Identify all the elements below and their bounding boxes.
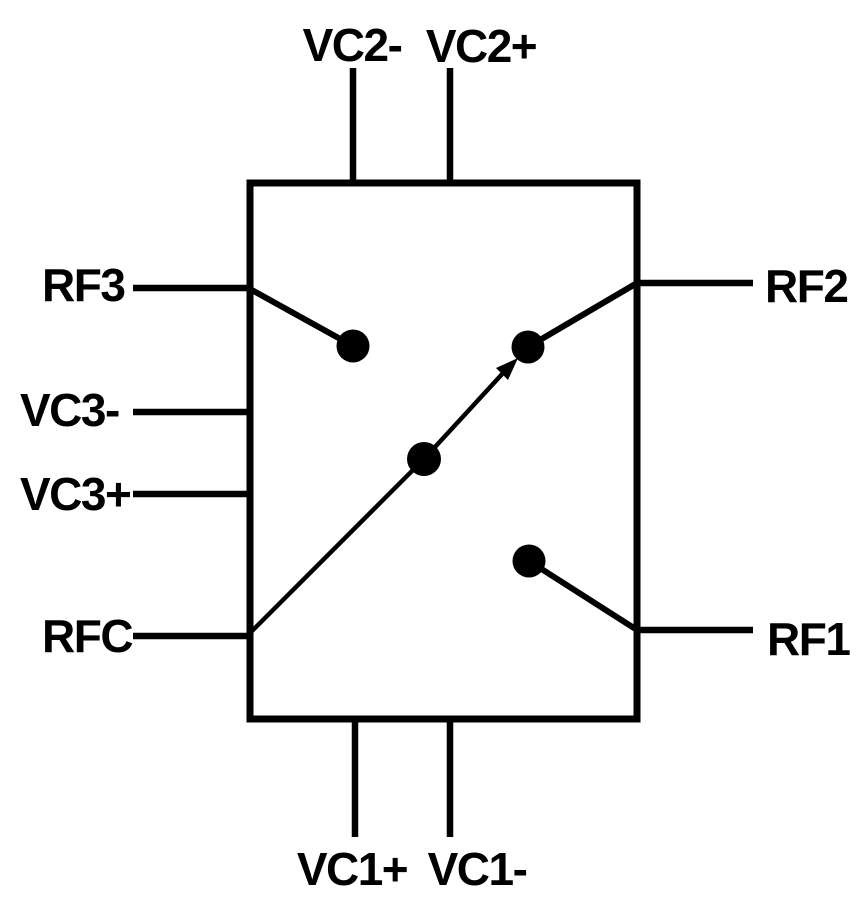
rfc-common-dot [407,442,441,476]
port-label-rf3: RF3 [42,259,124,311]
top-pins [349,68,454,183]
port-label-rfc: RFC [42,610,132,662]
port-labels: VC2- VC2+ RF3 VC3- VC3+ RFC RF2 RF1 VC1+… [20,19,852,895]
switch-arm-arrowhead-icon [496,358,518,380]
switch-arm [247,358,518,636]
switch-body-rectangle [246,179,641,723]
rf1-contact-stub [527,558,639,633]
rf2-contact-stub [526,280,639,350]
port-label-rf1: RF1 [767,613,850,665]
contact-dots [336,329,546,578]
port-label-vc1-minus: VC1- [428,843,527,895]
contact-stubs [248,280,639,633]
rf2-contact-dot [511,330,545,364]
port-label-vc3-plus: VC3+ [20,468,130,520]
rf3-contact-dot [336,329,370,363]
port-label-vc1-plus: VC1+ [297,843,407,895]
port-label-vc2-plus: VC2+ [426,20,536,72]
right-pins [637,279,753,634]
bottom-pins [351,719,454,837]
rf3-contact-stub [248,286,355,349]
rfc-switch-arm-line [247,370,506,636]
left-pins [133,284,250,640]
port-label-vc2-minus: VC2- [303,19,402,71]
port-label-vc3-minus: VC3- [20,384,119,436]
rf1-contact-dot [512,544,546,578]
port-label-rf2: RF2 [765,260,847,312]
